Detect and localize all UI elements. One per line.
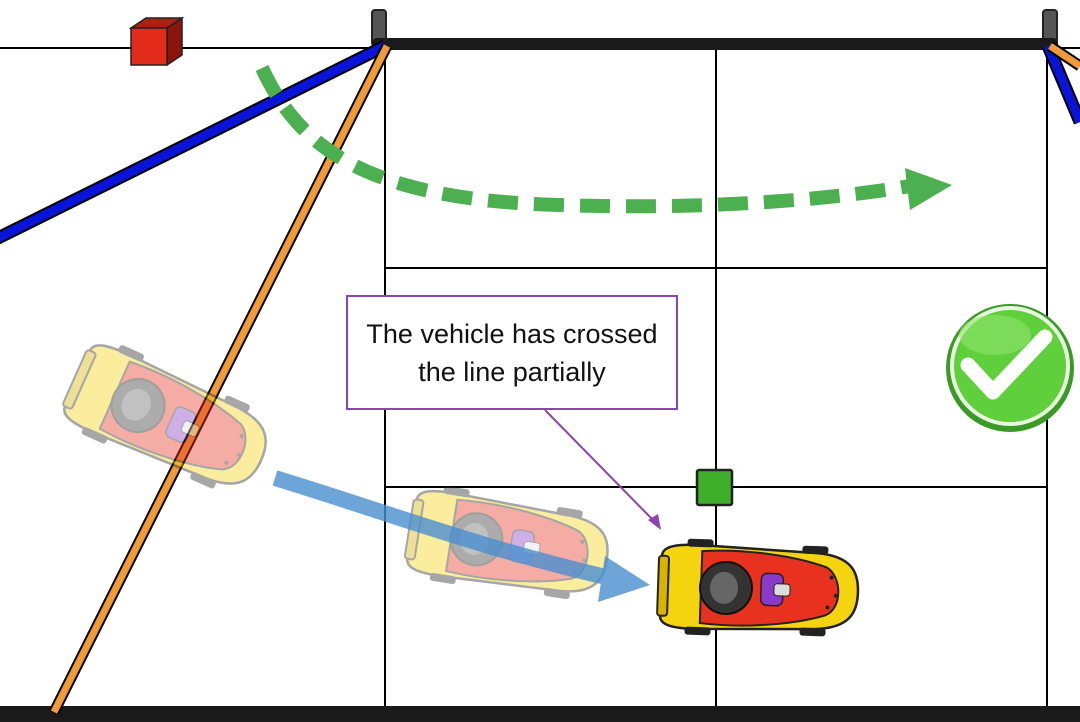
top-bar: [372, 38, 1058, 50]
top-boundary: [371, 9, 1058, 50]
green-dashed-arrow: [255, 65, 952, 214]
callout-line-1: The vehicle has crossed: [366, 318, 658, 349]
car-icon: [655, 536, 861, 642]
green-square-marker-icon: [695, 468, 734, 507]
callout-pointer: [544, 409, 661, 530]
callout-box: The vehicle has crossed the line partial…: [346, 295, 678, 410]
blue-line-right: [1043, 44, 1080, 124]
bottom-boundary: [0, 706, 1080, 722]
blue-motion-arrow: [272, 470, 650, 602]
red-cube-marker-icon: [128, 16, 185, 67]
callout-line-2: the line partially: [418, 356, 606, 387]
checkmark-badge-icon: [946, 304, 1074, 432]
blue-line: [0, 41, 388, 243]
green-dashed-path: [255, 65, 912, 214]
green-arrow-head: [905, 168, 952, 210]
orange-line-right: [1048, 43, 1080, 69]
